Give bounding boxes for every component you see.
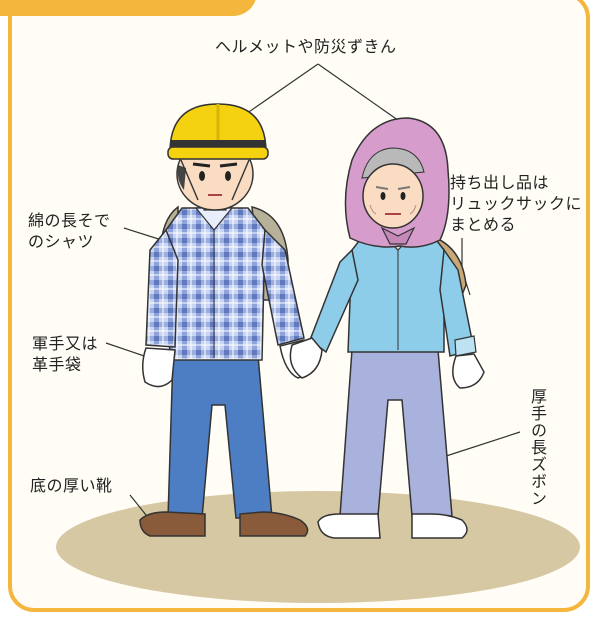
person-with-helmet: [139, 103, 312, 537]
label-backpack: 持ち出し品は リュックサックに まとめる: [450, 173, 583, 234]
label-cotton-long-sleeve-shirt: 綿の長そで のシャツ: [28, 211, 111, 251]
person-with-hood: [289, 117, 485, 539]
panel-title: 避難時の服装: [24, 0, 257, 8]
ground-shadow: [56, 491, 580, 603]
label-thick-long-pants: 厚手の長ズボン: [528, 388, 547, 507]
label-helmet-or-hood: ヘルメットや防災ずきん: [215, 37, 397, 56]
panel-title-tab: 避難時の服装: [0, 0, 257, 16]
label-gloves: 軍手又は 革手袋: [32, 334, 99, 374]
label-thick-soled-shoes: 底の厚い靴: [30, 476, 113, 495]
